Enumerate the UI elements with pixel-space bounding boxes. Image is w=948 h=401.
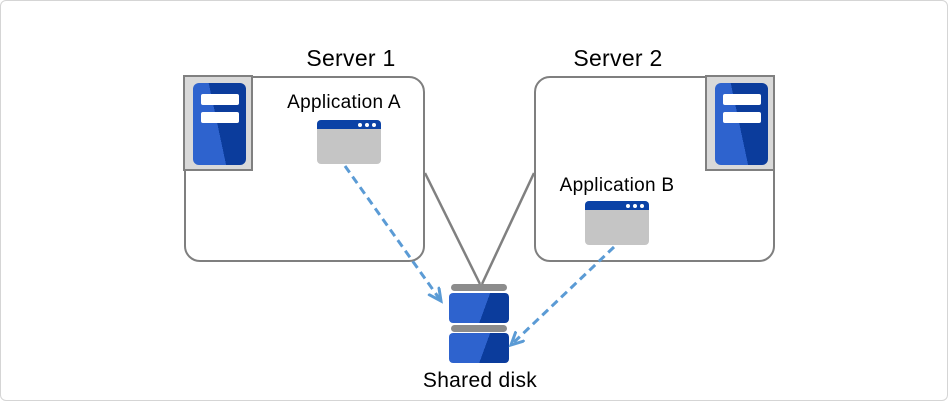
shared-disk-label: Shared disk [422,369,538,392]
disk-platter [449,293,509,323]
window-dots-icon [626,203,644,208]
application-a-label: Application A [287,92,401,113]
disk-stack-icon [449,284,509,363]
server2-label: Server 2 [573,45,663,71]
server-tower-icon [193,83,246,165]
server-slot [201,112,239,123]
server-slot [201,94,239,105]
application-b-label: Application B [559,175,675,196]
server1-label: Server 1 [306,45,396,71]
disk-bar [451,325,507,332]
server1-icon-frame [183,75,253,171]
server-slot [723,94,761,105]
window-titlebar [317,120,381,129]
server2-icon-frame [705,75,775,171]
disk-bar [451,284,507,291]
application-a-window-icon [317,120,381,164]
server1-disk-line [423,172,482,285]
server-tower-icon [715,83,768,165]
window-dots-icon [358,122,376,127]
application-b-window-icon [585,201,649,245]
disk-platter [449,333,509,363]
window-titlebar [585,201,649,210]
server-slot [723,112,761,123]
